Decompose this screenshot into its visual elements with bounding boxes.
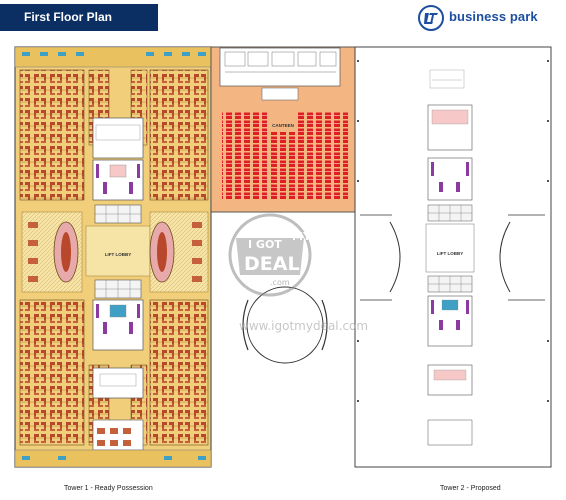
tower-1: LIFT LOBBY: [14, 46, 212, 468]
watermark-url: www.igotmydeal.com: [239, 319, 368, 333]
watermark-line3: DEAL: [244, 253, 300, 275]
watermark: I GOT MY DEAL .com www.igotmydeal.com: [228, 213, 368, 333]
lift-lobby-t2-label: LIFT LOBBY: [437, 251, 464, 256]
watermark-line2: MY: [292, 230, 312, 243]
watermark-line1: I GOT: [248, 238, 282, 251]
title-banner: First Floor Plan: [0, 4, 158, 31]
canteen-area: CANTEEN: [210, 46, 357, 213]
tower-2: LIFT LOBBY: [354, 46, 552, 468]
tower1-caption: Tower 1 - Ready Possession: [64, 485, 153, 492]
lift-lobby-label: LIFT LOBBY: [105, 252, 132, 257]
lt-logo-icon: [418, 5, 444, 31]
tower2-caption: Tower 2 - Proposed: [440, 485, 501, 492]
watermark-line4: .com: [270, 278, 290, 287]
brand-logo: business park: [418, 5, 548, 31]
circular-atrium: [242, 286, 328, 364]
canteen-label: CANTEEN: [272, 123, 294, 128]
brand-name: business park: [449, 9, 538, 24]
page-title: First Floor Plan: [24, 10, 113, 24]
